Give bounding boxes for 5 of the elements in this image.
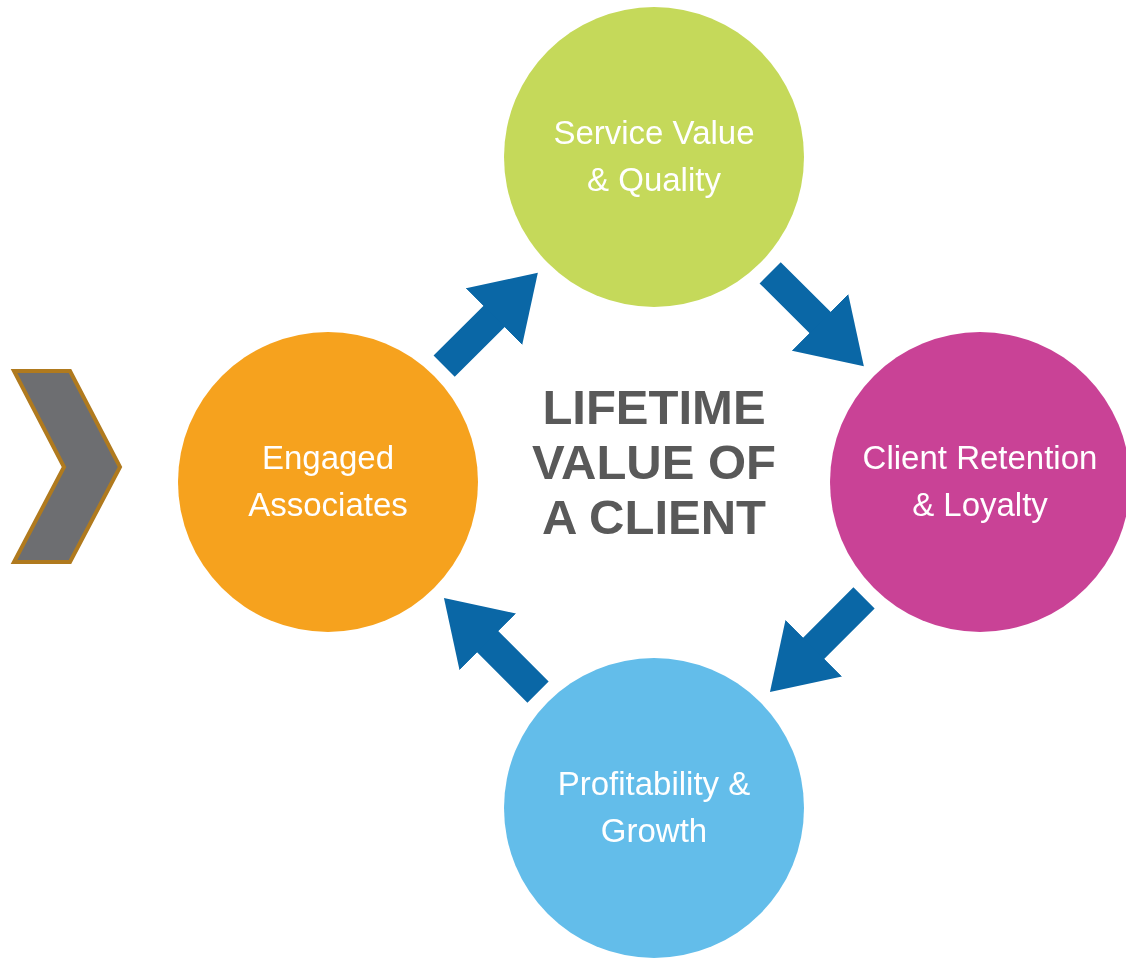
node-label: Service Value & Quality xyxy=(552,113,756,200)
center-title: LIFETIME VALUE OF A CLIENT xyxy=(530,380,778,545)
node-label: Engaged Associates xyxy=(247,438,409,525)
node-label: Profitability & Growth xyxy=(556,764,752,851)
node-label: Client Retention & Loyalty xyxy=(861,438,1099,525)
